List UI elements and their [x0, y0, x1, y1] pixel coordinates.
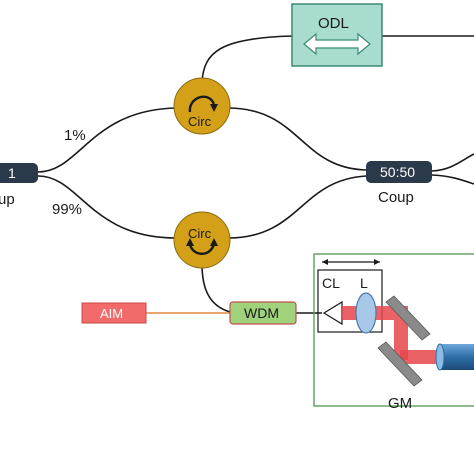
translation-arrowhead-left-icon [322, 259, 328, 265]
circulator-bottom-body [173, 211, 231, 269]
galvo-mirror-label: GM [388, 395, 412, 412]
fiber-upper-arm-left [37, 107, 177, 173]
odl-double-arrow-icon [303, 32, 371, 56]
lens-label: L [360, 275, 368, 291]
split-ratio-bottom: 99% [52, 201, 82, 218]
light-source-face-icon [435, 343, 445, 371]
galvo-mirror-top-icon [385, 295, 431, 341]
right-coupler-label: 50:50 [380, 164, 415, 180]
circulator-bottom-label: Circ [188, 226, 212, 241]
collimator-label: CL [322, 275, 340, 291]
circulator-top: Circ [173, 77, 231, 135]
translation-arrowhead-right-icon [374, 259, 380, 265]
light-source-icon [440, 344, 474, 370]
wdm-body [229, 301, 297, 325]
scanning-probe-module: CL L GM [313, 253, 474, 412]
circulator-top-arrow-icon [188, 95, 216, 113]
left-coupler: 1 up [0, 163, 38, 208]
left-coupler-body [0, 163, 38, 183]
fiber-paths [37, 35, 474, 314]
right-coupler-caption: Coup [378, 189, 414, 206]
collimator-lens-housing [317, 269, 383, 333]
wdm-label: WDM [244, 305, 279, 321]
galvo-mirror-bottom-icon [377, 341, 423, 387]
fiber-upper-arm-right [227, 107, 367, 171]
circulator-bottom-arrow-icon [188, 243, 216, 255]
odl-label: ODL [318, 15, 349, 32]
fiber-to-odl [201, 35, 293, 83]
aim-label: AIM [100, 306, 123, 321]
collimator-icon [322, 300, 343, 326]
circulator-top-arrowhead-icon [210, 104, 218, 112]
lens-icon [355, 292, 377, 334]
fiber-lower-arm-left [37, 175, 177, 239]
circulator-top-body [173, 77, 231, 135]
aim-source: AIM [81, 302, 147, 324]
fiber-coupler-exit [431, 153, 474, 172]
circulator-bottom-arrowhead-icon-right [210, 238, 218, 246]
odl-body [291, 3, 383, 67]
circulator-top-label: Circ [188, 114, 212, 129]
left-coupler-caption: up [0, 191, 15, 208]
laser-beam-segment-3 [400, 350, 444, 364]
aim-body [81, 302, 147, 324]
fiber-lower-arm-right [227, 175, 367, 239]
fiber-coupler-exit-2 [431, 174, 474, 185]
fiber-to-wdm [201, 263, 231, 313]
split-ratio-top: 1% [64, 127, 86, 144]
left-coupler-label: 1 [8, 165, 16, 181]
wdm-multiplexer: WDM [229, 301, 297, 325]
probe-module-border [313, 253, 474, 407]
right-coupler-body [366, 161, 432, 183]
optical-delay-line: ODL [291, 3, 383, 67]
circulator-bottom-arrowhead-icon-left [186, 238, 194, 246]
right-coupler: 50:50 Coup [366, 161, 432, 206]
circulator-bottom: Circ [173, 211, 231, 269]
